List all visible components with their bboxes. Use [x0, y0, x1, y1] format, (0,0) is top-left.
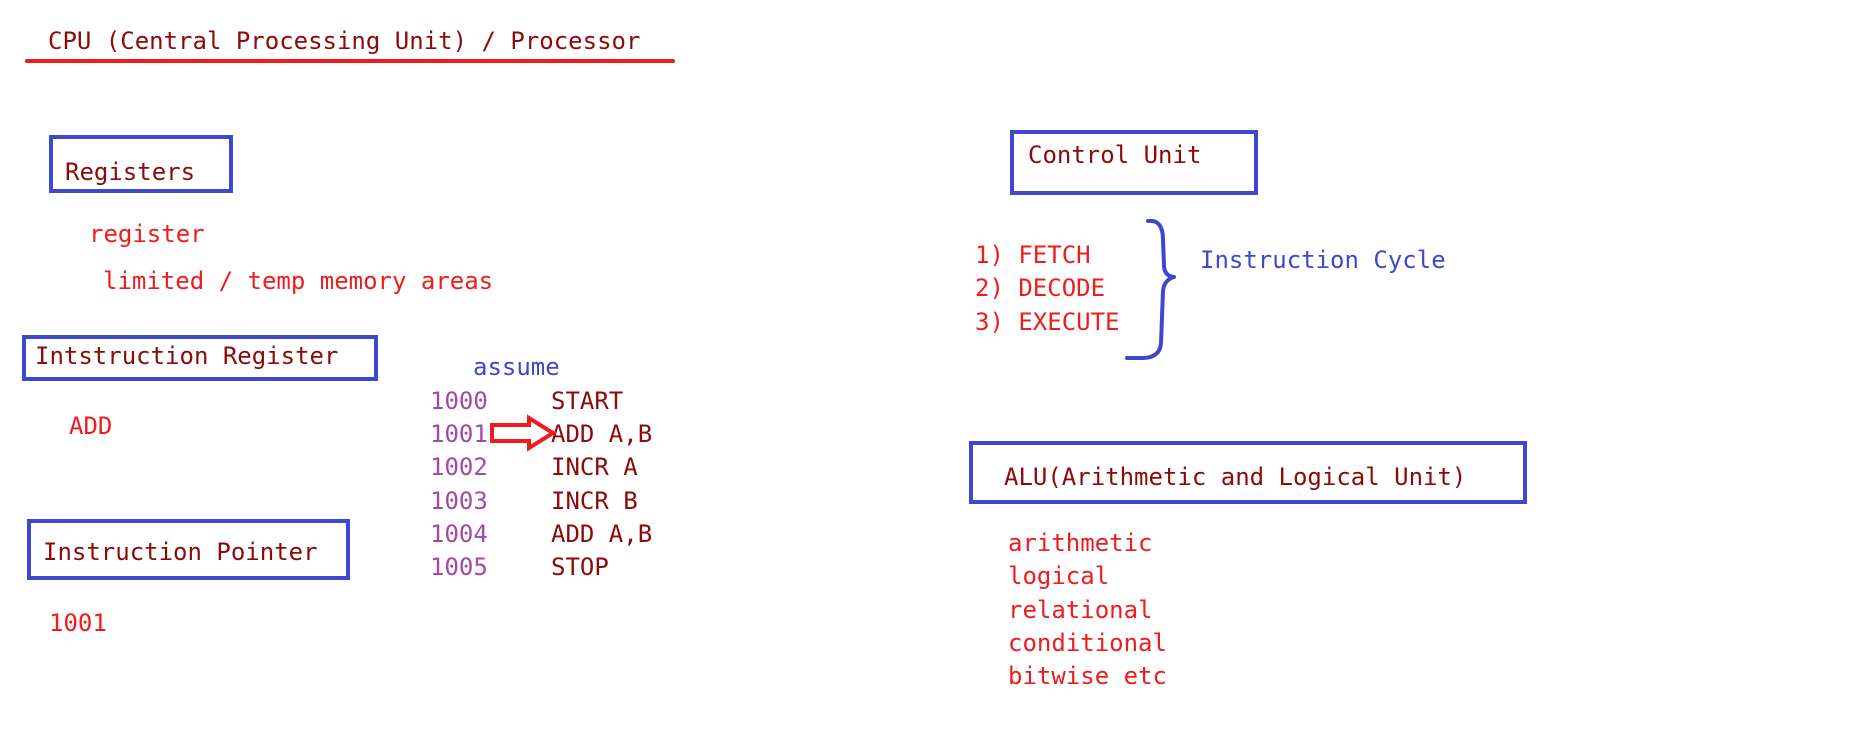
program-row-address: 1003 — [430, 487, 488, 515]
control-unit-heading: Control Unit — [1028, 141, 1202, 169]
program-row-address: 1000 — [430, 387, 488, 415]
registers-line-2: limited / temp memory areas — [103, 267, 494, 295]
instruction-register-box — [22, 335, 378, 381]
program-row-instruction: START — [551, 387, 624, 415]
alu-op: bitwise etc — [1008, 662, 1167, 690]
title-underline — [25, 59, 675, 63]
control-step: 2) DECODE — [975, 274, 1106, 302]
alu-op: conditional — [1008, 629, 1167, 657]
alu-heading: ALU(Arithmetic and Logical Unit) — [1004, 463, 1467, 491]
registers-line-1: register — [89, 220, 205, 248]
alu-op: arithmetic — [1008, 529, 1153, 557]
program-row-address: 1002 — [430, 453, 488, 481]
control-step: 1) FETCH — [975, 241, 1091, 269]
instruction-cycle-brace-icon — [1125, 218, 1176, 360]
program-row-instruction: ADD A,B — [551, 520, 653, 548]
program-row-address: 1005 — [430, 553, 488, 581]
instruction-register-value: ADD — [69, 412, 113, 440]
program-row-instruction: STOP — [551, 553, 609, 581]
program-row-instruction: INCR B — [551, 487, 638, 515]
instruction-register-heading: Intstruction Register — [35, 342, 339, 370]
alu-op: relational — [1008, 596, 1153, 624]
program-label: assume — [473, 353, 560, 381]
instruction-pointer-value: 1001 — [49, 609, 107, 637]
pointer-arrow-icon — [490, 414, 557, 452]
instruction-pointer-box — [27, 519, 350, 580]
registers-box — [49, 135, 233, 193]
control-unit-box — [1010, 130, 1258, 195]
program-row-address: 1001 — [430, 420, 488, 448]
page-title: CPU (Central Processing Unit) / Processo… — [48, 27, 641, 55]
program-row-instruction: ADD A,B — [551, 420, 653, 448]
instruction-pointer-heading: Instruction Pointer — [43, 538, 318, 566]
program-row-instruction: INCR A — [551, 453, 638, 481]
control-step: 3) EXECUTE — [975, 308, 1120, 336]
program-row-address: 1004 — [430, 520, 488, 548]
alu-box — [969, 441, 1527, 504]
instruction-cycle-label: Instruction Cycle — [1200, 246, 1446, 274]
registers-heading: Registers — [65, 158, 196, 186]
alu-op: logical — [1008, 562, 1110, 590]
